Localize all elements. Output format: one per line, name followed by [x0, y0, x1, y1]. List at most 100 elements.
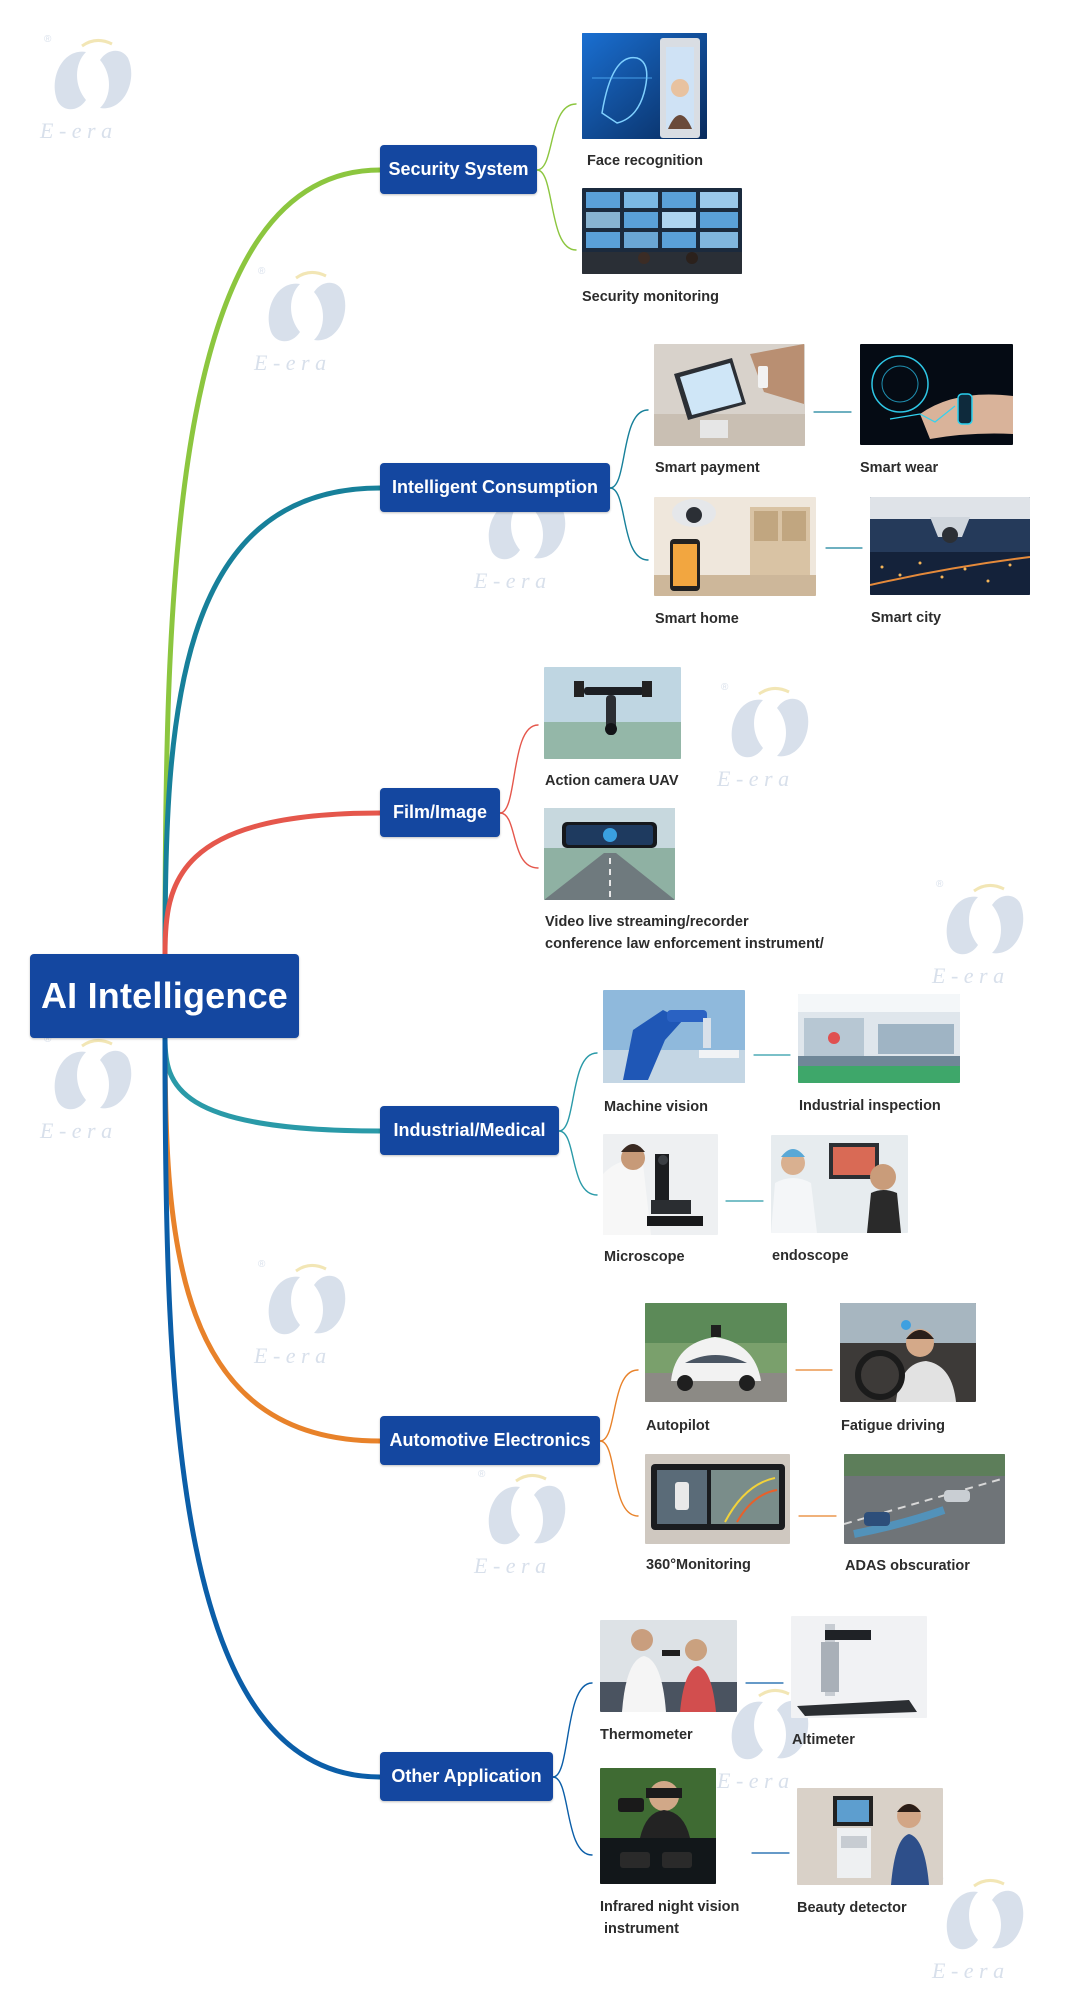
svg-text:E - e r a: E - e r a: [473, 568, 546, 593]
leaf-label: Security monitoring: [582, 289, 719, 305]
branch-intelligent-consumption[interactable]: Intelligent Consumption: [380, 463, 610, 512]
svg-text:E - e r a: E - e r a: [39, 118, 112, 143]
leaf-connector: [609, 409, 649, 489]
microscope-photo: [603, 1134, 718, 1235]
leaf-label: Autopilot: [646, 1418, 710, 1434]
watermark-logo: ®E - e r a: [930, 1870, 1040, 1990]
leaf-connector: [558, 1052, 598, 1132]
smart-home-photo: [654, 497, 816, 596]
svg-text:®: ®: [936, 879, 944, 890]
branch-connector: [162, 1035, 383, 1134]
leaf-label: Beauty detector: [797, 1900, 907, 1916]
leaf-label: 360°Monitoring: [646, 1557, 751, 1573]
smart-wear-photo: [860, 344, 1013, 445]
svg-text:®: ®: [44, 1034, 52, 1045]
leaf-label: Smart home: [655, 611, 739, 627]
drone-photo: [544, 667, 681, 759]
watermark-icon: ®E - e r a: [716, 1684, 809, 1793]
branch-connector: [162, 1035, 383, 1780]
watermark-logo: ® E - e r a: [715, 678, 825, 798]
branch-connector: [162, 485, 383, 957]
watermark-icon: ® E - e r a: [253, 266, 346, 375]
leaf-label: Smart city: [871, 610, 942, 626]
svg-text:E - e r a: E - e r a: [716, 766, 789, 791]
watermark-icon: ® E - e r a: [253, 1259, 346, 1368]
svg-text:E - e r a: E - e r a: [716, 1768, 789, 1793]
leaf-connector: [552, 1776, 593, 1856]
watermark-logo: ® E - e r a: [38, 30, 148, 150]
smart-city-photo: [870, 497, 1030, 595]
watermark-logo: ® E - e r a: [252, 1255, 362, 1375]
leaf-label: Smart payment: [655, 460, 760, 476]
leaf-connector: [499, 724, 539, 814]
leaf-label: Video live streaming/recorder conference…: [545, 911, 824, 955]
leaf-connector: [536, 169, 577, 251]
branch-label: Industrial/Medical: [393, 1120, 546, 1140]
leaf-label: ADAS obscuratior: [845, 1558, 970, 1574]
adas-road-photo: [844, 1454, 1005, 1544]
leaf-connector: [536, 103, 577, 171]
leaf-label-line2: instrument: [604, 1921, 679, 1937]
root-node[interactable]: AI Intelligence: [30, 954, 299, 1038]
leaf-label: Infrared night vision instrument: [600, 1896, 739, 1940]
leaf-label: Thermometer: [600, 1727, 693, 1743]
watermark-icon: ® E - e r a: [716, 682, 809, 791]
svg-text:®: ®: [721, 682, 729, 693]
svg-text:®: ®: [44, 34, 52, 45]
leaf-label: endoscope: [772, 1248, 849, 1264]
branch-other-application[interactable]: Other Application: [380, 1752, 553, 1801]
leaf-label: Microscope: [604, 1249, 685, 1265]
leaf-connector: [499, 812, 539, 869]
svg-text:E - e r a: E - e r a: [253, 1343, 326, 1368]
endoscope-photo: [771, 1135, 908, 1233]
leaf-label: Face recognition: [587, 153, 704, 169]
svg-text:E - e r a: E - e r a: [253, 350, 326, 375]
leaf-label: Altimeter: [792, 1732, 855, 1748]
leaf-label: Machine vision: [604, 1099, 708, 1115]
surround-view-screen-photo: [645, 1454, 790, 1544]
branch-connector: [162, 1035, 383, 1444]
leaf-connector: [609, 487, 649, 561]
root-label: AI Intelligence: [40, 975, 289, 1016]
leaf-label-line1: Video live streaming/recorder: [545, 914, 749, 930]
leaf-connector: [552, 1682, 593, 1778]
watermark-logo: ®E - e r a: [715, 1680, 825, 1800]
leaf-connector: [558, 1130, 598, 1196]
beauty-detector-photo: [797, 1788, 943, 1885]
branch-connector: [162, 810, 383, 957]
branch-industrial-medical[interactable]: Industrial/Medical: [380, 1106, 559, 1155]
leaf-connector: [599, 1369, 639, 1442]
branch-label: Security System: [388, 159, 529, 179]
altimeter-photo: [791, 1616, 927, 1718]
watermark-logo: ® E - e r a: [38, 1030, 148, 1150]
security-monitoring-photo: [582, 188, 742, 274]
watermark-icon: ® E - e r a: [39, 1034, 132, 1143]
leaf-label: Fatigue driving: [841, 1418, 945, 1434]
svg-text:E - e r a: E - e r a: [931, 1958, 1004, 1983]
self-driving-car-photo: [645, 1303, 787, 1402]
driver-photo: [840, 1303, 976, 1402]
branch-label: Automotive Electronics: [389, 1430, 591, 1450]
thermometer-photo: [600, 1620, 737, 1712]
branch-security-system[interactable]: Security System: [380, 145, 537, 194]
leaf-label-line1: Infrared night vision: [600, 1899, 740, 1915]
watermark-icon: ®E - e r a: [473, 1469, 566, 1578]
svg-text:E - e r a: E - e r a: [931, 963, 1004, 988]
leaf-label: Action camera UAV: [545, 773, 679, 789]
branch-film-image[interactable]: Film/Image: [380, 788, 500, 837]
night-vision-photo: [600, 1768, 716, 1884]
watermark-logo: ® E - e r a: [252, 262, 362, 382]
watermark-logo: ®E - e r a: [472, 1465, 582, 1585]
branch-automotive-electronics[interactable]: Automotive Electronics: [380, 1416, 600, 1465]
robot-arm-photo: [603, 990, 745, 1083]
svg-text:E - e r a: E - e r a: [39, 1118, 112, 1143]
watermark-icon: ® E - e r a: [931, 879, 1024, 988]
leaf-label: Industrial inspection: [799, 1098, 941, 1114]
watermark-icon: ®E - e r a: [931, 1874, 1024, 1983]
smart-payment-photo: [654, 344, 805, 446]
svg-text:®: ®: [258, 266, 266, 277]
svg-text:®: ®: [258, 1259, 266, 1270]
branch-label: Intelligent Consumption: [392, 477, 598, 497]
